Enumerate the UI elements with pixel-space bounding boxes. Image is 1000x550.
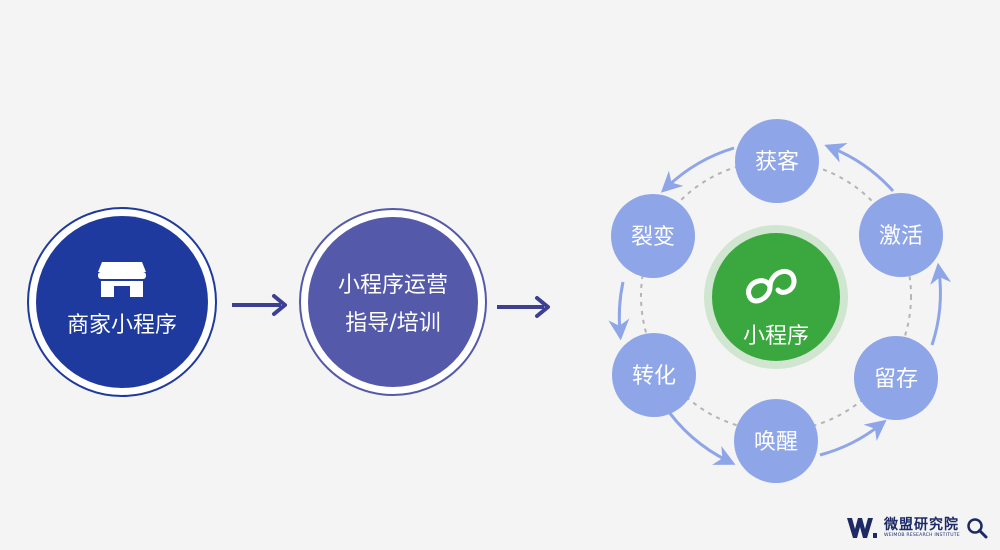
cycle-label-wake: 唤醒 [754,430,798,455]
center-label: 小程序 [743,324,809,349]
weimob-w-mark [847,518,877,538]
flow-arrow-1 [232,294,287,316]
merchant-node-fill [36,216,208,388]
cycle-label-convert: 转化 [632,364,676,389]
magnifier-icon [967,518,988,539]
logo-name-cn: 微盟研究院 [884,516,959,533]
cycle-label-retain: 留存 [874,367,918,392]
center-node: 小程序 [704,225,848,369]
training-node-fill [308,217,478,387]
cycle-node-fission: 裂变 [611,194,695,278]
cycle-node-convert: 转化 [612,333,696,417]
cycle-arrow-acquire-to-fission [660,146,735,193]
cycle-node-activate: 激活 [859,193,943,277]
training-label-line2: 指导/培训 [345,311,440,336]
cycle-arrow-wake-to-retain [819,419,887,457]
cycle-label-fission: 裂变 [631,225,675,250]
storefront-icon [98,262,146,297]
center-node-fill [712,233,840,361]
cycle-label-acquire: 获客 [755,150,799,175]
cycle-label-activate: 激活 [879,224,923,249]
cycle-node-wake: 唤醒 [734,399,818,483]
training-label-line1: 小程序运营 [338,273,448,298]
cycle-node-acquire: 获客 [735,119,819,203]
cycle-arrow-fission-to-convert [608,281,630,341]
flow-arrow-2 [497,296,550,318]
cycle-node-retain: 留存 [854,336,938,420]
merchant-label: 商家小程序 [67,313,177,338]
merchant-node: 商家小程序 [27,207,217,397]
training-node: 小程序运营 指导/培训 [299,208,487,396]
cycle-arrow-activate-to-acquire [824,143,895,193]
cycle-arrow-convert-to-wake [662,404,736,465]
logo-name-en: WEIMOB RESEARCH INSTITUTE [884,532,960,538]
mini-program-icon [746,268,797,304]
weimob-logo: 微盟研究院 WEIMOB RESEARCH INSTITUTE [846,516,988,540]
cycle-dashed-ring [640,160,912,432]
cycle-arrow-retain-to-activate [930,262,952,346]
cycle-arrows [608,143,952,465]
